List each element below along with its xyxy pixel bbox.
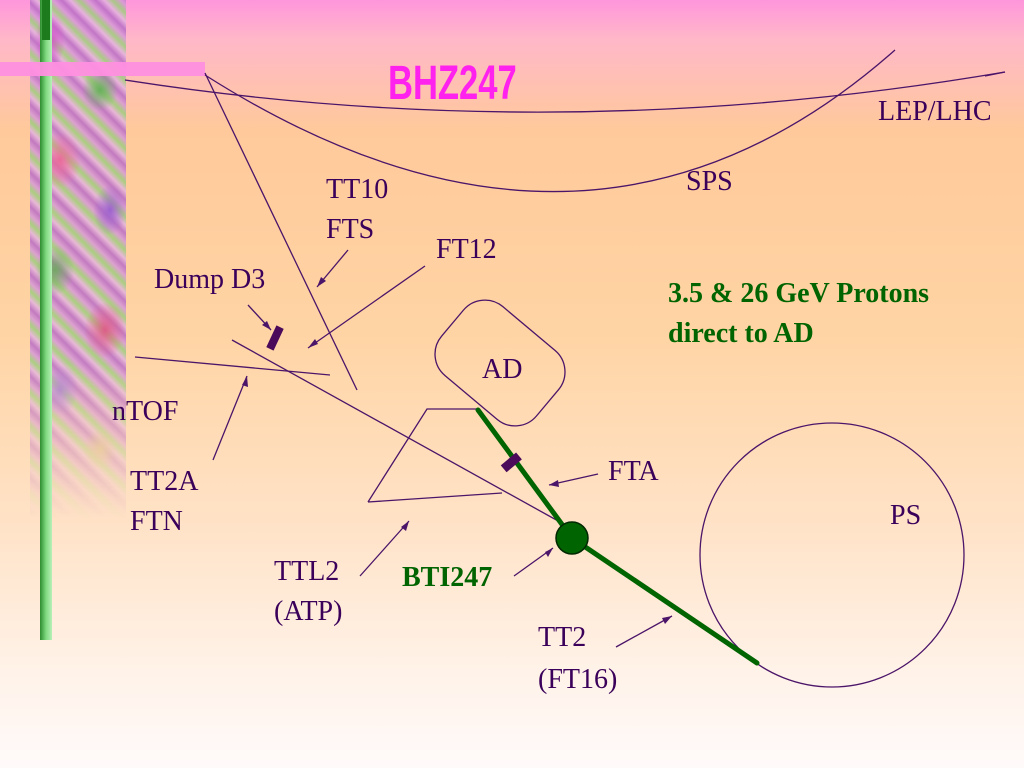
label-bti247: BTI247 xyxy=(402,562,493,593)
tt10-arrowhead xyxy=(317,277,326,287)
label-tt2a: TT2A xyxy=(130,466,199,497)
label-tt10: TT10 xyxy=(326,174,389,205)
label-ad: AD xyxy=(482,354,523,385)
label-ps: PS xyxy=(890,500,922,531)
sps-ring xyxy=(204,49,896,193)
label-ftn: FTN xyxy=(130,506,183,537)
ps-ring xyxy=(699,422,965,688)
tt2-pointer xyxy=(615,615,673,648)
fta-arrowhead xyxy=(549,480,559,487)
pink-accent-bar xyxy=(0,62,205,76)
label-fts: FTS xyxy=(326,214,375,245)
dump-d3-block xyxy=(266,325,284,351)
lep-lhc-ring xyxy=(124,71,1006,113)
tt2-green-beam xyxy=(569,535,760,666)
lep-lhc-tick xyxy=(984,71,1006,77)
label-ft16: (FT16) xyxy=(538,664,618,695)
ntof-pointer xyxy=(212,375,248,461)
dark-accent-bar xyxy=(42,0,50,40)
label-ntof: nTOF xyxy=(112,396,179,427)
tt2-arrowhead xyxy=(662,616,672,624)
ft12-line xyxy=(231,339,561,523)
fta-block xyxy=(500,452,522,473)
label-ttl2: TTL2 xyxy=(274,556,340,587)
label-dump-d3: Dump D3 xyxy=(154,264,266,295)
ad-ring xyxy=(434,299,566,427)
ttl2-line xyxy=(367,408,503,503)
ntof-arrowhead xyxy=(242,376,248,387)
bti-arrowhead xyxy=(545,548,553,557)
ttl2-arrowhead xyxy=(401,521,409,531)
label-ft12: FT12 xyxy=(436,234,497,265)
label-protons-line1: 3.5 & 26 GeV Protons xyxy=(668,278,930,309)
bti247-marker xyxy=(555,521,589,555)
label-atp: (ATP) xyxy=(274,596,343,627)
label-sps: SPS xyxy=(686,166,733,197)
label-protons-line2: direct to AD xyxy=(668,318,814,349)
ft12-arrowhead xyxy=(308,339,318,348)
ttl2-pointer xyxy=(359,520,410,577)
tt10-line xyxy=(204,72,358,391)
ad-green-beam xyxy=(475,407,575,541)
ft12-pointer xyxy=(307,265,426,349)
ntof-line xyxy=(134,356,331,376)
page-title: BHZ247 xyxy=(388,57,517,110)
label-tt2: TT2 xyxy=(538,622,587,653)
green-accent-bar xyxy=(40,0,52,640)
dump-arrowhead xyxy=(262,321,271,330)
label-lep-lhc: LEP/LHC xyxy=(878,96,992,127)
label-fta: FTA xyxy=(608,456,659,487)
